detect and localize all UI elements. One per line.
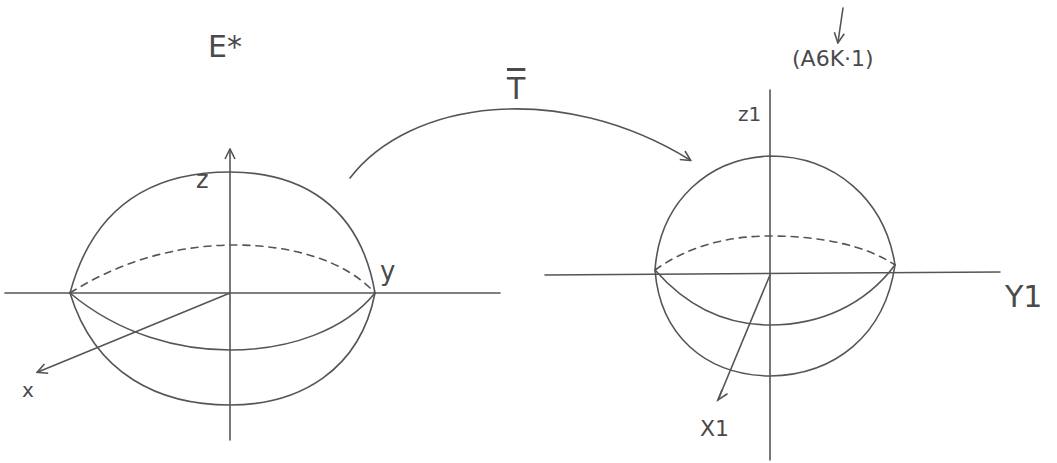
axis-label: z xyxy=(196,168,209,192)
x1-axis xyxy=(718,275,770,400)
axis-label: Y1 xyxy=(1005,282,1042,312)
axis-label: X1 xyxy=(700,418,729,440)
equator-front xyxy=(655,265,895,325)
x1-tick xyxy=(718,390,727,400)
axis-label: z1 xyxy=(738,104,761,124)
figure-label: E* xyxy=(208,32,242,62)
transformed-outline xyxy=(655,156,895,376)
equator-back xyxy=(655,236,895,270)
y1-axis xyxy=(545,272,1000,275)
equator-back xyxy=(70,245,375,293)
transform-label: T xyxy=(507,70,525,104)
axis-label: y xyxy=(380,258,395,284)
x-axis xyxy=(38,293,230,372)
horizontal-axis xyxy=(5,292,500,294)
pointer-arrow xyxy=(838,8,843,42)
transform-arrow xyxy=(350,109,690,178)
ellipsoid-outline xyxy=(70,172,375,405)
axis-label: x xyxy=(22,380,34,400)
z-axis xyxy=(229,150,231,440)
note-label: (A6K·1) xyxy=(792,48,874,70)
equator-front xyxy=(70,293,375,350)
